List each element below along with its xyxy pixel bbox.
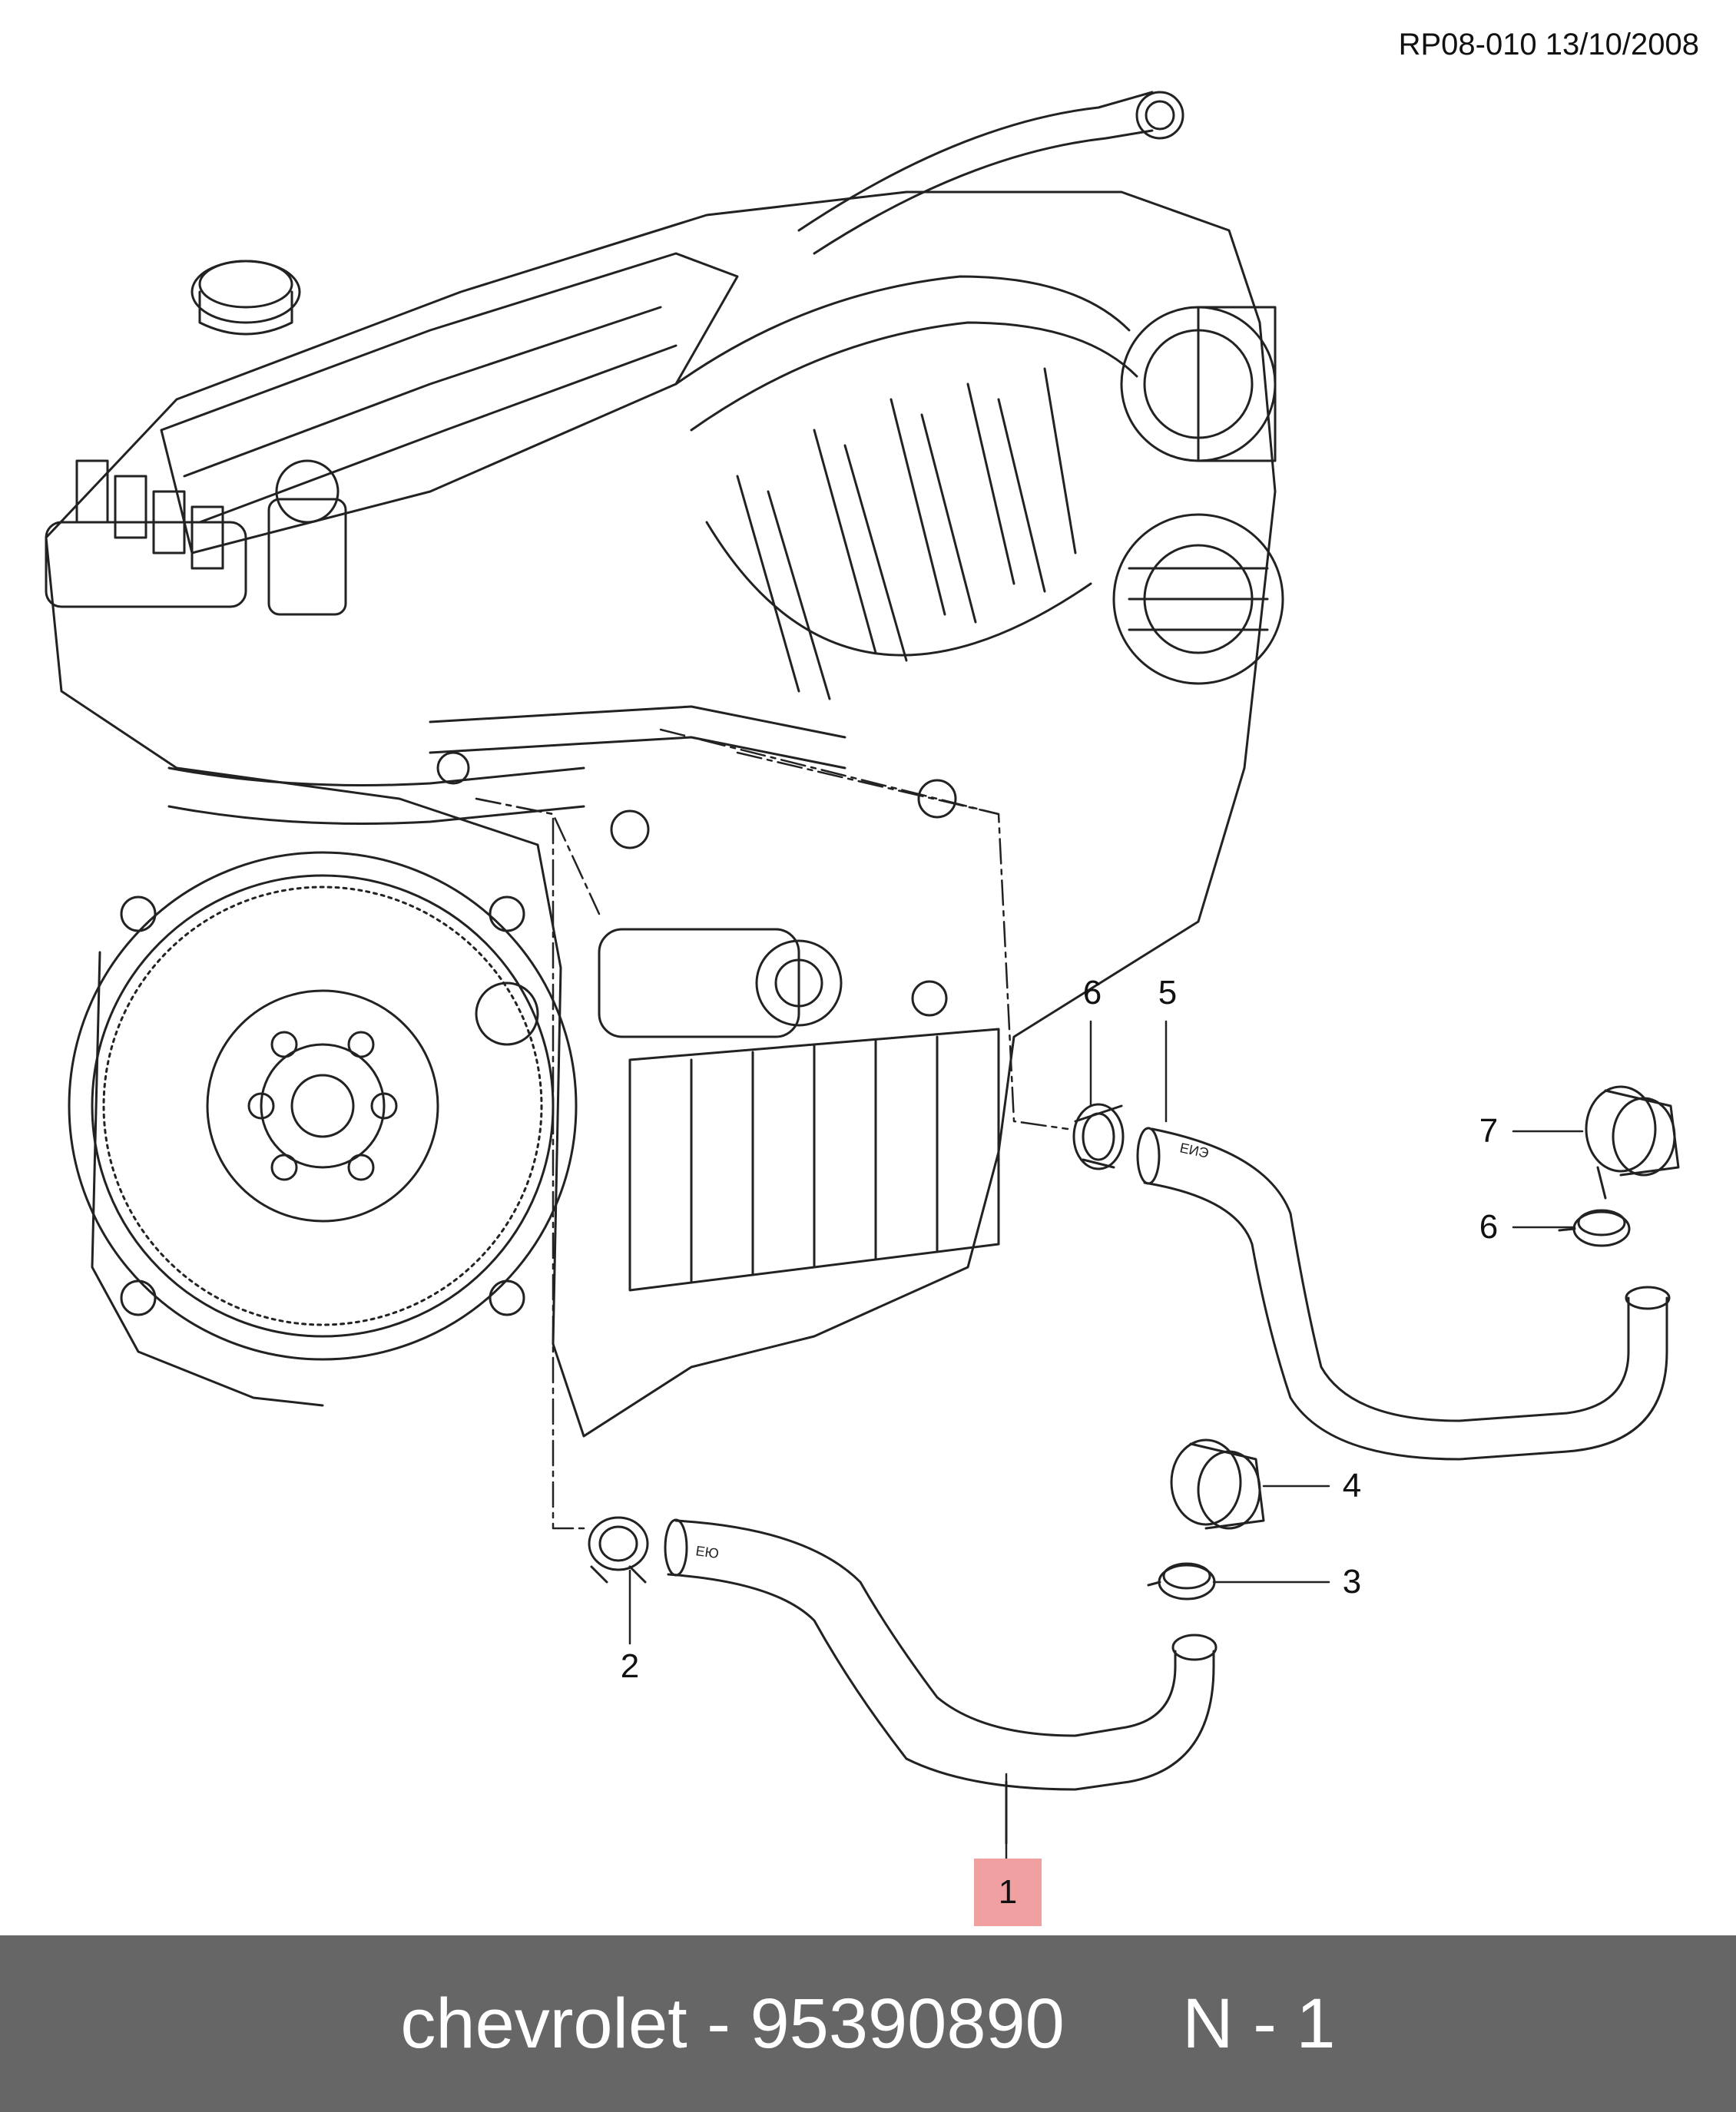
footer-bar: chevrolet - 95390890 N - 1: [0, 1935, 1736, 2112]
drawing-reference: RP08-010 13/10/2008: [1398, 28, 1699, 61]
footer-quantity: N - 1: [1182, 1985, 1336, 2063]
callout-leaders: [628, 1020, 1584, 1860]
part-6-upper-clamp: [1072, 1103, 1125, 1170]
callout-6-upper[interactable]: 6: [1082, 974, 1102, 1011]
callout-1-highlighted[interactable]: 1: [974, 1859, 1042, 1926]
part-1-lower-hose: [664, 1518, 1218, 1845]
footer-caption: chevrolet - 95390890 N - 1: [0, 1935, 1736, 2112]
part-3-clamp: [1147, 1562, 1216, 1601]
callout-2[interactable]: 2: [620, 1647, 640, 1685]
assembly-leader-lines: [475, 728, 1069, 1530]
callout-5[interactable]: 5: [1158, 974, 1178, 1011]
callout-7[interactable]: 7: [1479, 1112, 1499, 1150]
flywheel: [68, 851, 578, 1407]
part-6-lower-clamp: [1558, 1209, 1631, 1247]
part-7-connector: [1585, 1085, 1680, 1200]
part-4-connector: [1170, 1438, 1265, 1530]
part-2-clamp: [588, 1516, 649, 1584]
callout-3[interactable]: 3: [1342, 1563, 1362, 1601]
part-5-upper-hose: [1136, 1127, 1671, 1461]
engine-illustration: [45, 91, 1284, 1438]
footer-separator: -: [707, 1985, 731, 2063]
footer-brand: chevrolet: [400, 1985, 687, 2063]
callout-4[interactable]: 4: [1342, 1467, 1362, 1505]
footer-part-number: 95390890: [750, 1985, 1065, 2063]
callout-6-lower[interactable]: 6: [1479, 1208, 1499, 1246]
lower-hose-marking: ЕЮ: [694, 1543, 720, 1561]
